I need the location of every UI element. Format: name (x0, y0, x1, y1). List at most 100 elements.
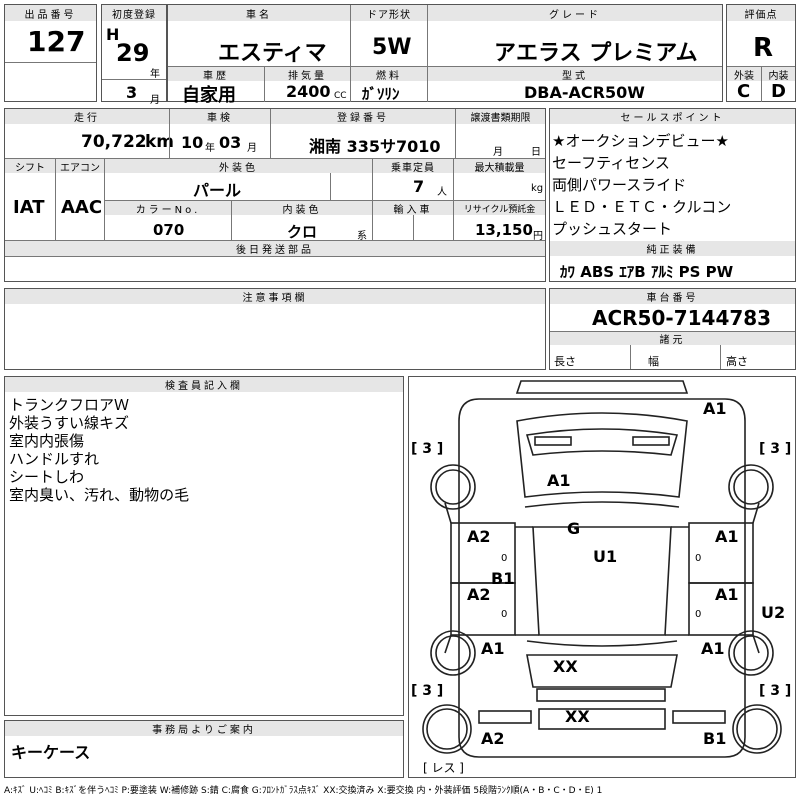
interior-color-label: 内装色 (232, 201, 372, 216)
office-label: 事務局よりご案内 (5, 721, 403, 736)
later-parts-label: 後日発送部品 (5, 241, 545, 256)
office-box: 事務局よりご案内 キーケース (4, 720, 404, 778)
damage-mark-pillar: B1 (491, 569, 515, 588)
mileage: 70,722 (81, 132, 147, 152)
shift: IAT (13, 197, 45, 218)
capacity-label: 乗車定員 (373, 159, 453, 174)
width-label: 幅 (648, 355, 659, 368)
transfer-month-unit: 月 (493, 147, 503, 158)
damage-mark-roof-g: G (567, 519, 581, 538)
load-unit: kg (531, 183, 544, 194)
interior-label: 内装 (762, 67, 795, 82)
color-label: 外装色 (105, 159, 372, 174)
mileage-unit: km (145, 132, 175, 152)
chassis-label: 車台番号 (550, 289, 795, 304)
sales-point-label: セールスポイント (550, 109, 795, 124)
car-name-label: 車名 (168, 5, 350, 21)
inspector-line: シートしわ (9, 468, 85, 486)
sales-item: セーフティセンス (552, 154, 670, 172)
damage-diagram: A1 A1 G U1 A2 A1 B1 A2 A1 A1 A1 U2 XX XX… (408, 376, 796, 778)
door-type: 5W (372, 35, 412, 60)
damage-mark-bonnet: A1 (547, 471, 571, 490)
damage-mark-top-right: A1 (703, 399, 727, 418)
capacity: 7 (413, 177, 425, 196)
score: R (753, 33, 774, 63)
damage-mark-rear-door-right: A1 (715, 585, 739, 604)
exterior-color: パール (193, 181, 242, 200)
door-gauge: 0 (501, 609, 508, 620)
damage-mark-bottom-right: B1 (703, 729, 727, 748)
grade-label: グレード (428, 5, 722, 21)
first-registration-box: 初度登録 H 29 年 3 月 (101, 4, 167, 106)
inspector-line: トランクフロアＷ (9, 396, 130, 414)
length-label: 長さ (554, 355, 576, 368)
shift-label: シフト (5, 159, 55, 174)
displacement-label: 排気量 (265, 67, 350, 82)
chassis-number: ACR50-7144783 (592, 306, 772, 330)
recycle-fee: 13,150 (475, 221, 533, 239)
capacity-unit: 人 (437, 187, 447, 198)
notes-label: 注意事項欄 (5, 289, 545, 304)
damage-mark-hatch: XX (553, 657, 578, 676)
damage-mark-bottom-left: A2 (481, 729, 505, 748)
legend: A:ｷｽﾞ U:ﾍｺﾐ B:ｷｽﾞを伴うﾍｺﾐ P:要塗装 W:補修跡 S:錆 … (4, 786, 603, 796)
car-info-box: 車名 エスティマ ドア形状 5W グレード アエラス プレミアム 車歴 自家用 … (167, 4, 723, 106)
inspector-line: 室内臭い、汚れ、動物の毛 (9, 486, 190, 504)
era: H (106, 25, 120, 44)
damage-mark-rear: XX (565, 707, 590, 726)
damage-mark-fender-left: A1 (481, 639, 505, 658)
interior-color: クロ (287, 223, 318, 241)
lot-number: 127 (27, 25, 86, 58)
interior-color-unit: 系 (357, 231, 367, 242)
notes-box: 注意事項欄 (4, 288, 546, 370)
month-unit: 月 (150, 95, 160, 106)
door-gauge: 0 (501, 553, 508, 564)
inspector-label: 検査員記入欄 (5, 377, 403, 392)
door-gauge: 0 (695, 553, 702, 564)
lot-number-box: 出品番号 127 (4, 4, 97, 102)
height-label: 高さ (726, 355, 748, 368)
transfer-day-unit: 日 (531, 147, 541, 158)
car-name: エスティマ (218, 41, 327, 66)
door-gauge: 0 (695, 609, 702, 620)
history: 自家用 (182, 85, 236, 106)
damage-mark-side-u2: U2 (761, 603, 786, 622)
inspector-line: 室内内張傷 (9, 432, 85, 450)
fuel: ｶﾞｿﾘﾝ (362, 85, 400, 103)
spare-tire-label: [ レス ] (423, 761, 464, 775)
factory-equipment: ｶﾜ ABS ｴｱB ｱﾙﾐ PS PW (560, 263, 734, 281)
inspector-line: 外装うすい線キズ (9, 414, 130, 432)
car-outline (422, 380, 782, 758)
inspection-year: 10 (181, 133, 204, 152)
chassis-box: 車台番号 ACR50-7144783 諸元 長さ 幅 高さ (549, 288, 796, 370)
mileage-label: 走行 (5, 109, 169, 124)
color-no-label: カラーNo. (105, 201, 231, 216)
displacement-unit: CC (334, 91, 347, 101)
fuel-label: 燃料 (351, 67, 427, 82)
sales-item: ★オークションデビュー★ (552, 132, 729, 150)
year-unit: 年 (150, 69, 160, 80)
inspector-line: ハンドルすれ (9, 450, 100, 468)
plate-number: 湘南 335サ7010 (309, 137, 441, 156)
grade: アエラス プレミアム (494, 41, 698, 66)
import-label: 輸入車 (373, 201, 453, 216)
first-registration-label: 初度登録 (102, 5, 166, 21)
damage-mark-fender-right: A1 (701, 639, 725, 658)
recycle-fee-unit: 円 (533, 231, 543, 242)
door-label: ドア形状 (351, 5, 427, 21)
tire-tread-front-right: [ 3 ] (759, 441, 792, 457)
tire-tread-rear-left: [ 3 ] (411, 683, 444, 699)
inspection-label: 車検 (170, 109, 270, 124)
damage-mark-roof-u1: U1 (593, 547, 618, 566)
tire-tread-rear-right: [ 3 ] (759, 683, 792, 699)
reg-month: 3 (126, 83, 138, 102)
history-label: 車歴 (168, 67, 264, 82)
sales-item: 両側パワースライド (552, 176, 687, 194)
factory-equipment-label: 純正装備 (550, 241, 795, 256)
exterior-label: 外装 (727, 67, 761, 82)
lot-number-label: 出品番号 (5, 5, 96, 21)
inspection-year-unit: 年 (205, 143, 215, 154)
score-label: 評価点 (727, 5, 795, 21)
aircon: AAC (61, 197, 103, 218)
interior-grade: D (771, 81, 786, 102)
